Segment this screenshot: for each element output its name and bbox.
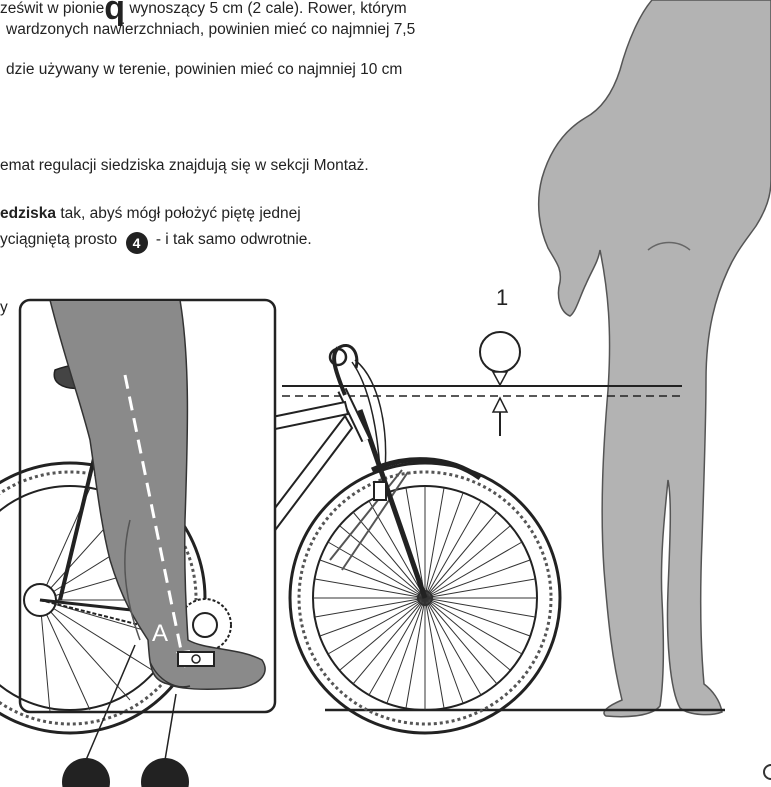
callout-circle-bottom-right — [141, 758, 189, 787]
arrow-up-icon — [493, 398, 507, 412]
callout-label-1: 1 — [496, 285, 508, 311]
callout-circle-1 — [480, 332, 520, 372]
leg-label-a: A — [152, 620, 168, 648]
callout-circle-bottom-left — [62, 758, 110, 787]
page-edge-mark — [764, 765, 771, 779]
arrow-down-icon — [493, 372, 507, 385]
standing-person-silhouette — [539, 0, 771, 717]
pedal — [178, 652, 214, 666]
